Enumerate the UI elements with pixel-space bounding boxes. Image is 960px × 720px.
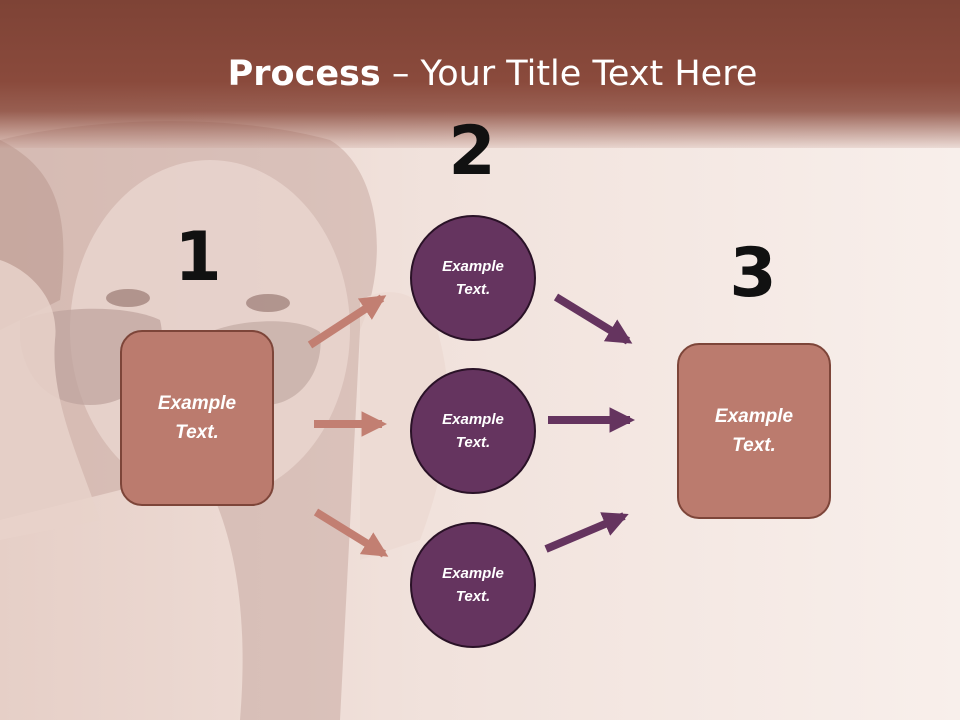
title-rest: – Your Title Text Here — [380, 54, 758, 94]
circle-top-label: Example Text. — [442, 258, 504, 298]
right-arrow-up — [544, 512, 629, 553]
slide-title: Process – Your Title Text Here — [0, 52, 960, 96]
header-band — [0, 0, 960, 148]
step-1-label: Example Text. — [157, 393, 237, 443]
step-2-circle-middle: Example Text. — [410, 368, 536, 494]
left-arrow-up — [307, 294, 387, 349]
step-3-box: Example Text. — [677, 343, 831, 519]
step-number-1: 1 — [174, 218, 222, 297]
step-1-box: Example Text. — [120, 330, 274, 506]
step-number-3: 3 — [729, 234, 777, 313]
left-arrow-down — [313, 508, 389, 558]
step-3-label: Example Text. — [714, 406, 794, 456]
step-2-circle-bottom: Example Text. — [410, 522, 536, 648]
step-number-2: 2 — [448, 112, 496, 191]
circle-middle-label: Example Text. — [442, 411, 504, 451]
circle-bottom-label: Example Text. — [442, 565, 504, 605]
right-arrow-down — [553, 293, 633, 345]
step-2-circle-top: Example Text. — [410, 215, 536, 341]
title-bold: Process — [227, 54, 381, 94]
